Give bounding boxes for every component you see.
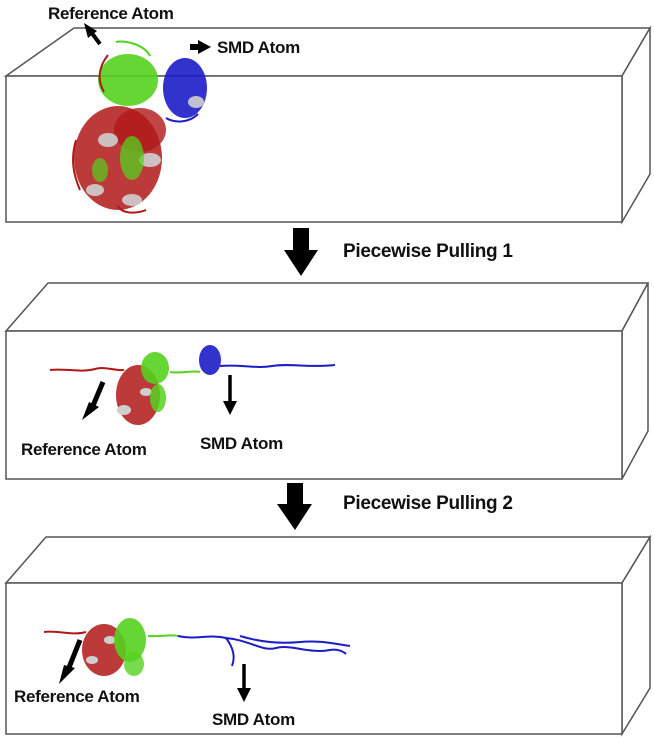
reference-pointer-2 [82, 381, 106, 420]
step-label-2: Piecewise Pulling 2 [343, 493, 513, 514]
box-2-top-face [4, 282, 650, 332]
smd-atom-label-2: SMD Atom [200, 434, 283, 453]
smd-pointer-1 [190, 40, 211, 54]
smd-pointer-2 [223, 375, 237, 415]
down-arrow-icon [277, 483, 312, 530]
down-arrow-icon [284, 228, 318, 276]
protein-structure-further-unfolded [43, 618, 351, 676]
box-2-front-face [5, 330, 623, 480]
reference-atom-label-2: Reference Atom [21, 440, 147, 459]
reference-atom-label-3: Reference Atom [14, 687, 140, 706]
smd-atom-label-1: SMD Atom [217, 38, 300, 57]
protein-structure-folded [72, 40, 207, 214]
reference-pointer-1 [84, 23, 102, 46]
box-3-top-face [4, 536, 652, 584]
simulation-box-2 [4, 282, 650, 480]
smd-atom-label-3: SMD Atom [212, 710, 295, 729]
smd-pointer-3 [237, 664, 251, 702]
reference-pointer-3 [59, 639, 83, 684]
reference-atom-label-1: Reference Atom [48, 4, 174, 23]
protein-structure-partially-unfolded [49, 345, 336, 425]
step-label-1: Piecewise Pulling 1 [343, 241, 513, 262]
